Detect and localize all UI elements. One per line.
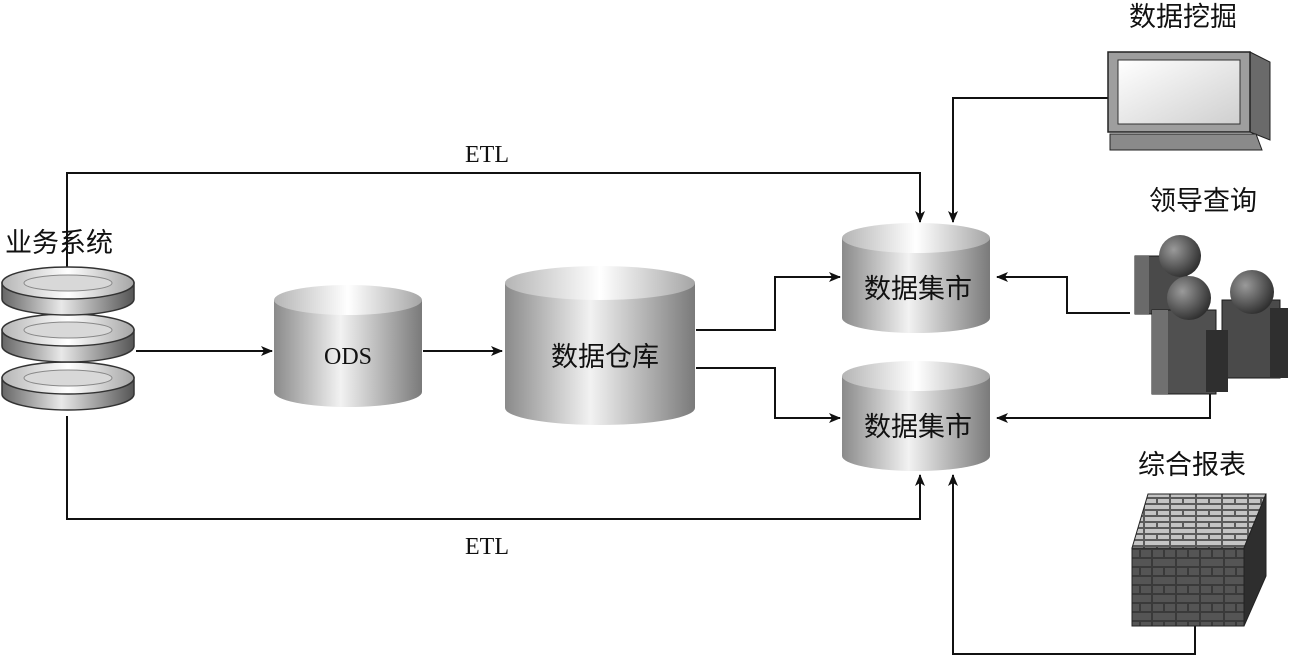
edge-report-to-mart-bottom — [948, 474, 1196, 655]
node-mart-bottom-cylinder — [842, 361, 990, 471]
node-warehouse-label: 数据仓库 — [551, 342, 659, 373]
users-icon — [1134, 235, 1288, 395]
node-report-label: 综合报表 — [1138, 450, 1246, 481]
node-mart-top-label: 数据集市 — [864, 274, 972, 305]
monitor-icon — [1107, 51, 1271, 151]
node-mining-label: 数据挖掘 — [1129, 2, 1237, 33]
edge-etl-top — [66, 172, 925, 268]
edge-warehouse-to-mart-top — [696, 272, 841, 331]
node-ods-cylinder — [274, 285, 422, 407]
edge-query-to-mart-top — [996, 272, 1130, 314]
edge-etl-bottom — [66, 416, 925, 520]
edge-warehouse-to-mart-bottom — [696, 367, 841, 423]
report-table-icon — [1131, 493, 1267, 627]
node-source-database-icon — [1, 266, 135, 411]
node-ods-label: ODS — [324, 344, 372, 370]
edge-label-etl-top: ETL — [465, 142, 509, 168]
edge-label-etl-bottom: ETL — [465, 534, 509, 560]
node-source-label: 业务系统 — [5, 228, 113, 259]
node-warehouse-cylinder — [505, 266, 695, 425]
node-mart-top-cylinder — [842, 223, 990, 333]
node-mart-bottom-label: 数据集市 — [864, 412, 972, 443]
edge-query-to-mart-bottom — [996, 392, 1211, 423]
node-query-label: 领导查询 — [1149, 186, 1257, 217]
edge-mining-to-mart-top — [948, 97, 1108, 223]
